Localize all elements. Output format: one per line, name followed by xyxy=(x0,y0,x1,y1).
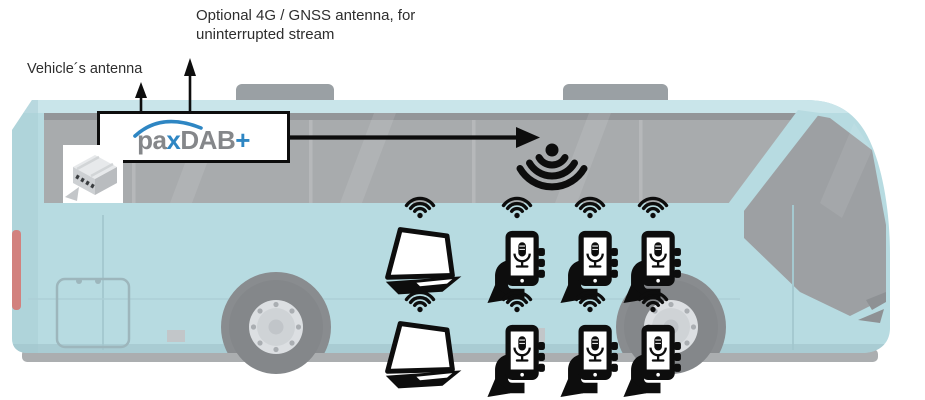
luggage-door xyxy=(55,277,131,349)
vehicle-antenna-label: Vehicle´s antenna xyxy=(27,61,143,77)
logo-part-x: x xyxy=(166,125,181,155)
optional-antenna-label: Optional 4G / GNSS antenna, for uninterr… xyxy=(196,6,415,44)
paxdab-device-box: paxDAB+ xyxy=(97,111,290,163)
up-arrow-icon xyxy=(135,82,147,98)
optional-antenna-line2: uninterrupted stream xyxy=(196,26,335,43)
receiver-hardware-box xyxy=(63,145,123,203)
logo-part-plus: + xyxy=(235,125,250,155)
antenna-arrows xyxy=(135,58,196,113)
up-arrow-icon xyxy=(184,58,196,76)
logo-swoosh-icon xyxy=(133,119,203,138)
stream-arrow xyxy=(287,127,540,148)
right-arrow-icon xyxy=(516,127,540,148)
paxdab-logo: paxDAB+ xyxy=(133,119,250,155)
logo-part-dab: DAB xyxy=(180,125,236,155)
optional-antenna-line1: Optional 4G / GNSS antenna, for xyxy=(196,7,416,24)
wifi-broadcast-down-icon xyxy=(516,143,588,191)
tail-light xyxy=(12,230,21,310)
rear-wheel xyxy=(229,280,323,374)
